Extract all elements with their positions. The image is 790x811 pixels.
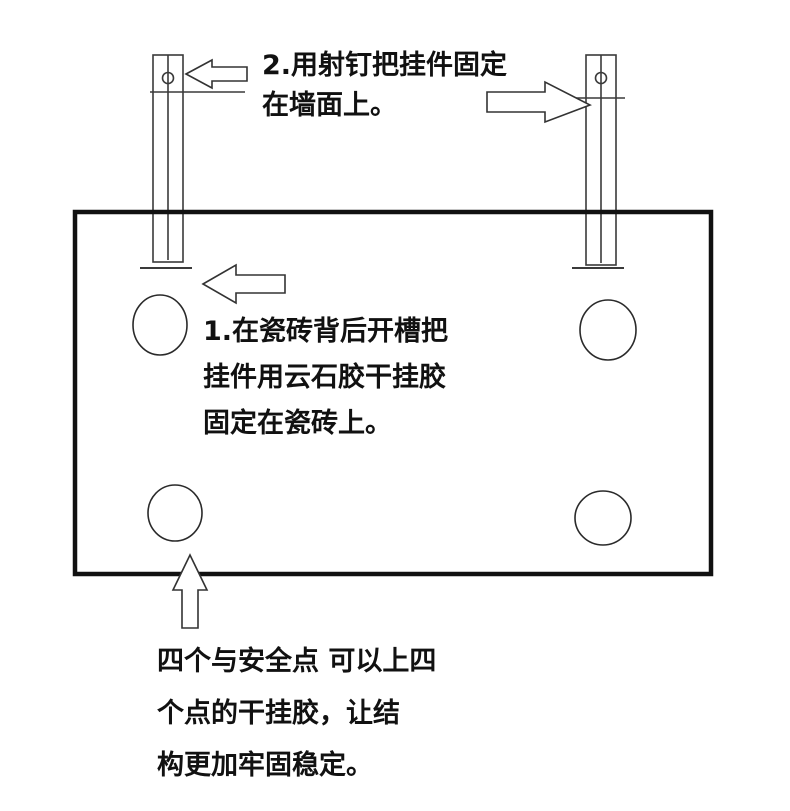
step2-note: 2.用射钉把挂件固定 在墙面上。 (262, 46, 507, 126)
safety-point-bottom-right (574, 490, 632, 546)
step1-note: 1.在瓷砖背后开槽把 挂件用云石胶干挂胶 固定在瓷砖上。 (203, 309, 448, 447)
safety-point-bottom-left (147, 484, 203, 542)
arrow-left-to-bracket-hole (184, 58, 248, 90)
safety-note-line-1: 四个与安全点 可以上四 (157, 646, 437, 677)
tile-outline (72, 209, 714, 577)
step2-note-line-2: 在墙面上。 (262, 90, 397, 121)
safety-points (132, 294, 637, 546)
step1-note-line-2: 挂件用云石胶干挂胶 (203, 362, 446, 393)
step1-note-line-1: 1.在瓷砖背后开槽把 (203, 316, 449, 347)
step1-note-line-3: 固定在瓷砖上。 (203, 408, 392, 439)
arrow-right-to-bracket (486, 80, 592, 124)
arrow-left-to-tile-bracket (201, 263, 286, 305)
safety-note-line-3: 构更加牢固稳定。 (157, 750, 373, 781)
safety-note: 四个与安全点 可以上四 个点的干挂胶，让结 构更加牢固稳定。 (157, 636, 436, 792)
arrow-up-to-safety-point (171, 553, 209, 629)
safety-note-line-2: 个点的干挂胶，让结 (157, 698, 400, 729)
step2-note-line-1: 2.用射钉把挂件固定 (262, 50, 508, 81)
safety-point-top-right (579, 299, 637, 361)
safety-point-top-left (132, 294, 188, 356)
right-hanger-bracket (572, 54, 625, 269)
left-hanger-bracket (140, 54, 245, 269)
